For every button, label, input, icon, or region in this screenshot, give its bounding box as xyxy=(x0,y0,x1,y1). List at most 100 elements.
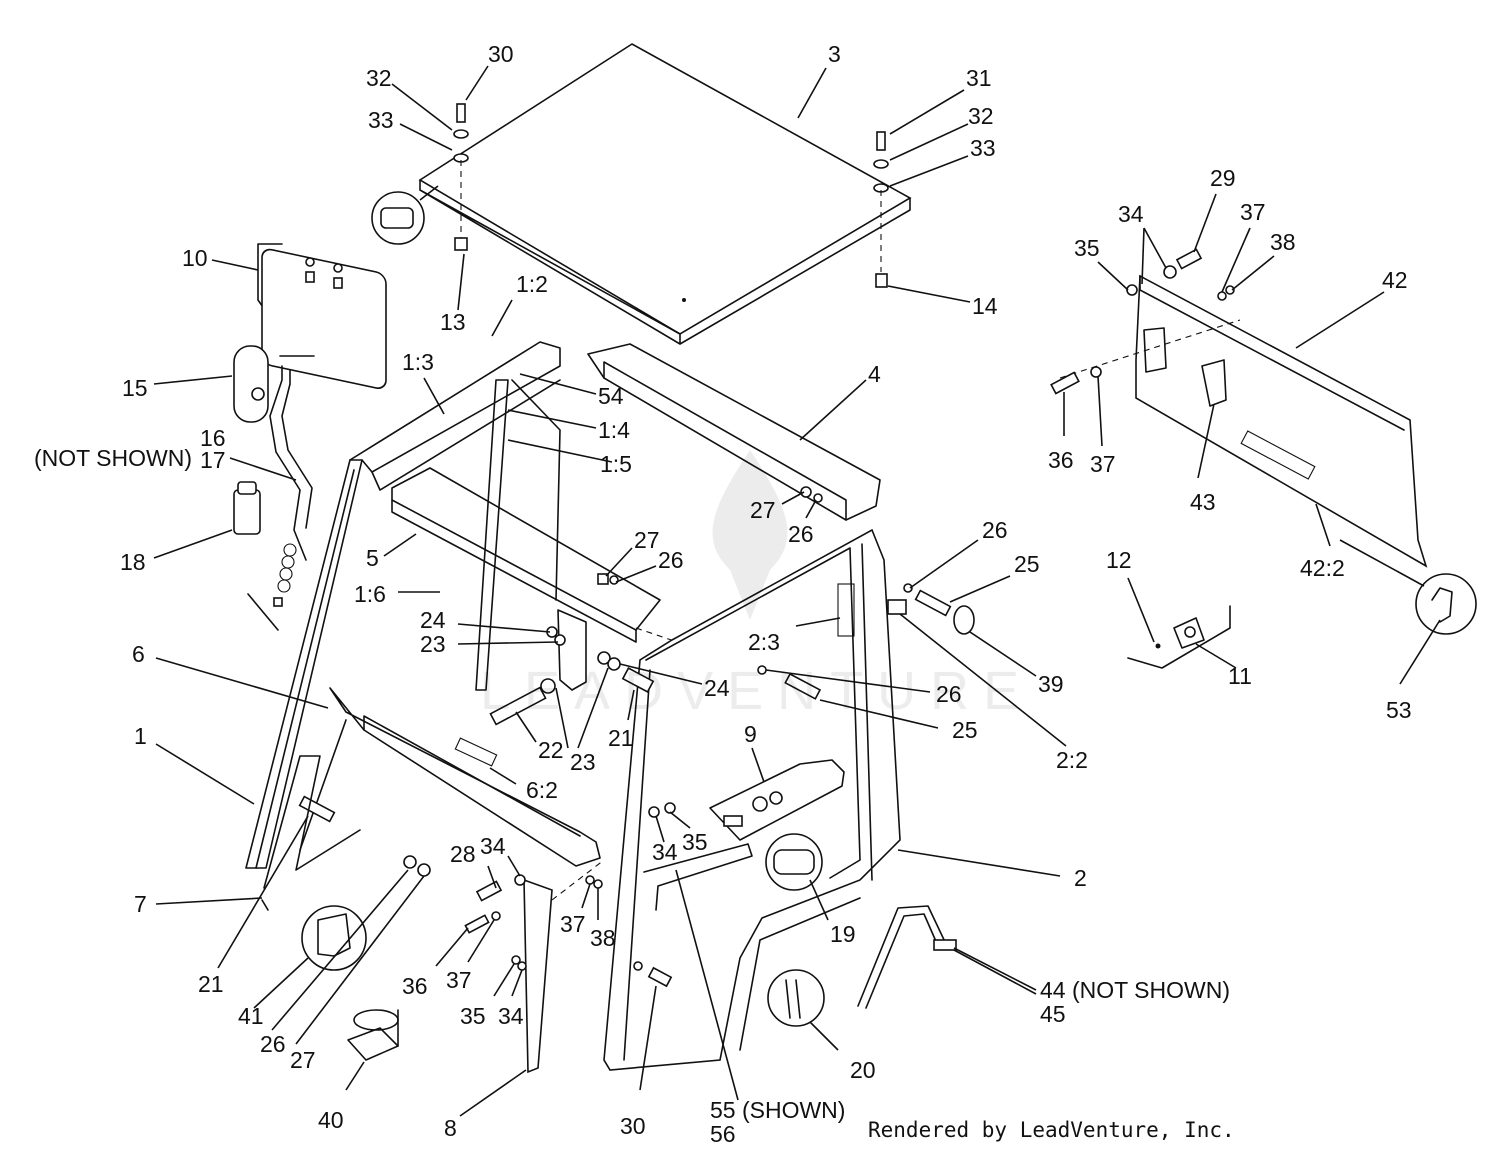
callout-5: 5 xyxy=(366,545,379,571)
callout-34: 34 xyxy=(1118,201,1144,227)
callout-42-2: 42:2 xyxy=(1300,555,1345,581)
callout-42: 42 xyxy=(1382,267,1408,293)
callout-33: 33 xyxy=(970,135,996,161)
mirror-assembly xyxy=(233,345,315,631)
callout-26: 26 xyxy=(936,681,962,707)
callout-36: 36 xyxy=(1048,447,1074,473)
callout-34: 34 xyxy=(498,1003,524,1029)
callout-14: 14 xyxy=(972,293,998,319)
callout-3: 3 xyxy=(828,41,841,67)
callout-35: 35 xyxy=(1074,235,1100,261)
callout-24: 24 xyxy=(420,607,446,633)
cross-member-part-5 xyxy=(391,467,761,671)
callout-4: 4 xyxy=(868,361,881,387)
callout-23: 23 xyxy=(570,749,596,775)
callout-12: 12 xyxy=(1106,547,1132,573)
lower-post-part-8 xyxy=(464,859,673,1074)
callout-43: 43 xyxy=(1190,489,1216,515)
callout-30: 30 xyxy=(488,41,514,67)
callout-labels: 30 32 33 3 31 32 33 10 13 1:2 14 15 1:3 … xyxy=(34,41,1412,1147)
callout-7: 7 xyxy=(134,891,147,917)
leadventure-logo-watermark xyxy=(712,450,788,620)
callout-26: 26 xyxy=(788,521,814,547)
callout-1-5: 1:5 xyxy=(600,451,632,477)
callout-2-3: 2:3 xyxy=(748,629,780,655)
callout-38: 38 xyxy=(1270,229,1296,255)
callout-1-6: 1:6 xyxy=(354,581,386,607)
callout-8: 8 xyxy=(444,1115,457,1141)
callout-2: 2 xyxy=(1074,865,1087,891)
callout-40: 40 xyxy=(318,1107,344,1133)
callout-20: 20 xyxy=(850,1057,876,1083)
callout-not-shown: (NOT SHOWN) xyxy=(34,445,192,471)
callout-37: 37 xyxy=(560,911,586,937)
callout-28: 28 xyxy=(450,841,476,867)
callout-26: 26 xyxy=(982,517,1008,543)
callout-2-2: 2:2 xyxy=(1056,747,1088,773)
callout-21: 21 xyxy=(608,725,634,751)
callout-35: 35 xyxy=(682,829,708,855)
callout-1-4: 1:4 xyxy=(598,417,630,443)
sun-visor xyxy=(257,243,387,389)
callout-31: 31 xyxy=(966,65,992,91)
callout-1: 1 xyxy=(134,723,147,749)
callout-34: 34 xyxy=(480,833,506,859)
callout-37: 37 xyxy=(446,967,472,993)
callout-27: 27 xyxy=(634,527,660,553)
callout-9: 9 xyxy=(744,721,757,747)
cup-holder-part-40 xyxy=(347,1009,399,1061)
callout-32: 32 xyxy=(968,103,994,129)
callout-53: 53 xyxy=(1386,697,1412,723)
callout-37: 37 xyxy=(1240,199,1266,225)
callout-25: 25 xyxy=(1014,551,1040,577)
callout-10: 10 xyxy=(182,245,208,271)
callout-19: 19 xyxy=(830,921,856,947)
callout-32: 32 xyxy=(366,65,392,91)
callout-27: 27 xyxy=(290,1047,316,1073)
callout-26: 26 xyxy=(260,1031,286,1057)
callout-33: 33 xyxy=(368,107,394,133)
callout-45: 45 xyxy=(1040,1001,1066,1027)
roof-hardware-right xyxy=(873,131,889,288)
center-hardware xyxy=(298,573,975,877)
watermark-text: LEADVENTURE xyxy=(480,661,1034,721)
callout-27: 27 xyxy=(750,497,776,523)
callout-6-2: 6:2 xyxy=(526,777,558,803)
left-frame-part-1 xyxy=(245,341,561,869)
dome-light-part-18 xyxy=(233,481,261,535)
callout-41: 41 xyxy=(238,1003,264,1029)
lower-bracket-part-7 xyxy=(261,755,361,911)
callout-35: 35 xyxy=(460,1003,486,1029)
callout-23: 23 xyxy=(420,631,446,657)
right-frame-part-2 xyxy=(603,528,907,1071)
grab-bar-part-44 xyxy=(857,905,957,1009)
detail-circle-53 xyxy=(1415,573,1477,635)
rear-post xyxy=(475,379,561,691)
callout-34: 34 xyxy=(652,839,678,865)
rear-panel-part-42 xyxy=(1050,248,1428,568)
detail-circle-41 xyxy=(301,905,367,971)
callout-18: 18 xyxy=(120,549,146,575)
leader-lines xyxy=(153,65,1441,1117)
callout-22: 22 xyxy=(538,737,564,763)
top-rail-part-4 xyxy=(587,343,881,521)
callout-13: 13 xyxy=(440,309,466,335)
roof-hardware-left xyxy=(453,103,469,251)
callout-26: 26 xyxy=(658,547,684,573)
callout-21: 21 xyxy=(198,971,224,997)
detail-circle-19 xyxy=(765,833,823,891)
callout-15: 15 xyxy=(122,375,148,401)
callout-56: 56 xyxy=(710,1121,736,1147)
callout-36: 36 xyxy=(402,973,428,999)
cross-member-part-6 xyxy=(299,687,601,867)
callout-17: 17 xyxy=(200,447,226,473)
render-credit: Rendered by LeadVenture, Inc. xyxy=(868,1118,1235,1142)
handle-bracket-part-9 xyxy=(643,759,845,911)
callout-16: 16 xyxy=(200,425,226,451)
callout-30: 30 xyxy=(620,1113,646,1139)
roof-edge-detail-circle xyxy=(371,185,439,245)
callout-25: 25 xyxy=(952,717,978,743)
callout-24: 24 xyxy=(704,675,730,701)
callout-39: 39 xyxy=(1038,671,1064,697)
